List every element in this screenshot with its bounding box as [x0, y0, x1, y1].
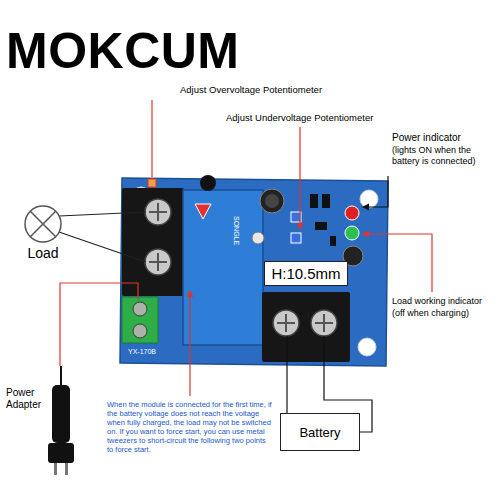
screw-slot [149, 253, 167, 271]
callout-label: Adjust Overvoltage Potentiometer [180, 84, 322, 95]
resistor [322, 194, 330, 208]
terminal-screw [133, 302, 147, 316]
capacitor [260, 189, 284, 213]
resistor [330, 236, 336, 246]
green-led [345, 226, 359, 240]
plug-head [48, 443, 74, 463]
callout-label: Power indicator [392, 132, 461, 144]
load-label: Load [20, 245, 66, 261]
red-led [345, 206, 359, 220]
lamp-symbol [20, 203, 66, 245]
leader-line [363, 234, 432, 292]
callout-note: (off when charging) [392, 308, 469, 319]
screw-slot [315, 314, 333, 332]
relay-brand: SONGLE [232, 216, 240, 245]
terminal-screw [145, 249, 171, 275]
lamp-cross [30, 211, 55, 236]
relay-logo [195, 204, 211, 219]
capacitor-top [265, 194, 279, 208]
adapter-wire [60, 283, 138, 366]
battery-wire [286, 336, 287, 413]
screw-slot [149, 203, 167, 221]
leader-line [151, 100, 152, 177]
callout-label: Adjust Undervoltage Potentiometer [226, 112, 373, 123]
mounting-hole [360, 190, 378, 208]
adapter-body [52, 385, 70, 443]
leader-line [189, 291, 190, 396]
resistor [310, 194, 318, 208]
board-model: YX-170B [128, 348, 156, 356]
screw-slot [277, 314, 295, 332]
transistor [315, 222, 327, 230]
terminal-screw [311, 310, 337, 336]
potentiometer [291, 233, 301, 243]
capacitor [252, 232, 264, 244]
terminal-screw [133, 324, 147, 338]
box-label: H:10.5mm [271, 265, 340, 282]
usage-note: When the module is connected for the fir… [107, 400, 272, 454]
lamp-circle [25, 206, 61, 242]
battery-terminal [262, 292, 350, 362]
potentiometer [148, 179, 156, 187]
plug-prong [54, 463, 57, 475]
brand-title: MOKCUM [6, 26, 240, 76]
terminal-screw [273, 310, 299, 336]
box-label: Battery [299, 425, 340, 440]
mounting-hole [358, 338, 376, 356]
battery-box: Battery [280, 413, 360, 451]
leader-line [299, 127, 300, 229]
adapter-cable [60, 366, 62, 386]
load-lamp: Load [20, 203, 66, 261]
capacitor [200, 175, 216, 191]
load-wire [59, 232, 146, 262]
pcb-board [120, 178, 388, 366]
callout-note: (lights ON when the battery is connected… [392, 145, 492, 167]
terminal-screw [145, 199, 171, 225]
load-wire [59, 212, 146, 216]
plug-prong [65, 463, 68, 475]
load-terminal [122, 188, 184, 296]
height-box: H:10.5mm [264, 261, 348, 286]
callout-label: Load working indicator [392, 296, 482, 307]
relay [183, 190, 263, 345]
adapter-label: Power Adapter [6, 387, 50, 411]
leader-line [363, 176, 388, 207]
power-terminal [122, 297, 158, 343]
